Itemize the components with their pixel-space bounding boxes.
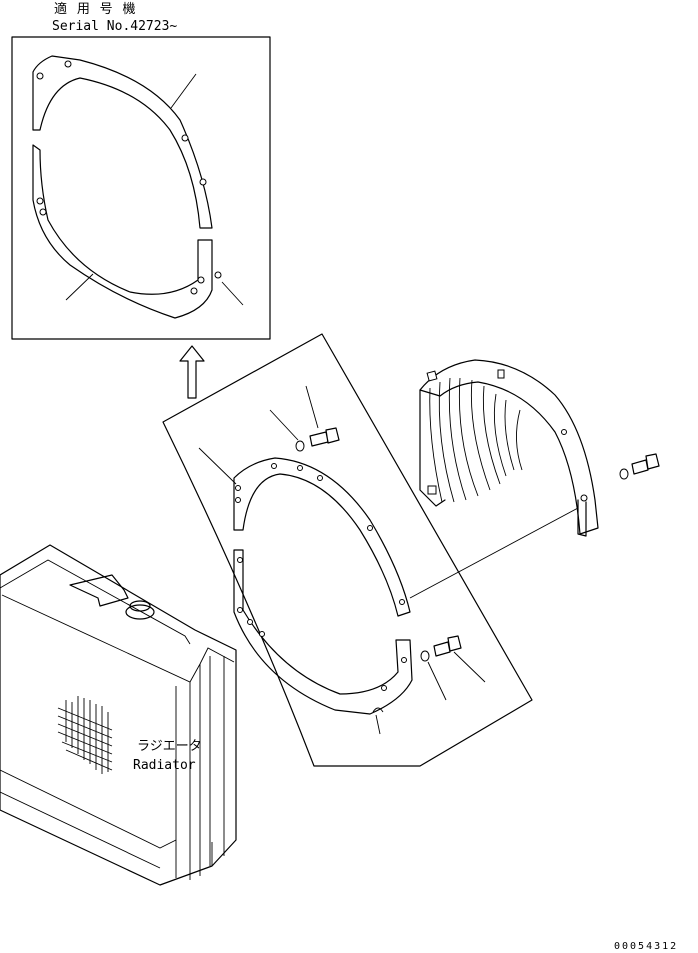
drawing-number: 00054312 <box>614 941 678 952</box>
washer-icon <box>619 468 629 480</box>
fan-guard-bolt-assembly <box>619 453 660 480</box>
upper-bolt-assembly <box>269 385 340 452</box>
bolt-icon <box>309 427 340 447</box>
applicable-models-label: 適 用 号 機 <box>54 1 136 17</box>
inset-ring-lower <box>32 144 213 319</box>
up-arrow-icon <box>179 345 205 399</box>
bolt-icon <box>433 635 462 657</box>
radiator-core-hatch-icon <box>57 696 113 774</box>
washer-icon <box>295 440 305 452</box>
washer-icon <box>420 650 430 662</box>
lower-bolt-assembly <box>420 635 486 701</box>
serial-number-label: Serial No.42723~ <box>52 19 177 34</box>
shroud-ring-lower <box>233 549 413 715</box>
radiator: ラジエータ Radiator <box>0 544 237 886</box>
bolt-icon <box>631 453 660 475</box>
inset-ring-upper <box>32 55 213 229</box>
shroud-ring <box>198 447 413 735</box>
fan-guard <box>409 359 599 599</box>
inset-detail <box>11 36 271 340</box>
fan-guard-outer <box>419 359 599 535</box>
filler-neck <box>69 574 129 607</box>
inset-frame <box>11 36 271 340</box>
radiator-label-en: Radiator <box>133 758 196 773</box>
radiator-cap-icon <box>125 604 155 620</box>
radiator-body <box>0 544 237 886</box>
fan-guard-band <box>419 389 446 507</box>
shroud-plate <box>162 333 533 767</box>
shroud-ring-upper <box>233 457 411 617</box>
radiator-label-jp: ラジエータ <box>137 739 202 754</box>
